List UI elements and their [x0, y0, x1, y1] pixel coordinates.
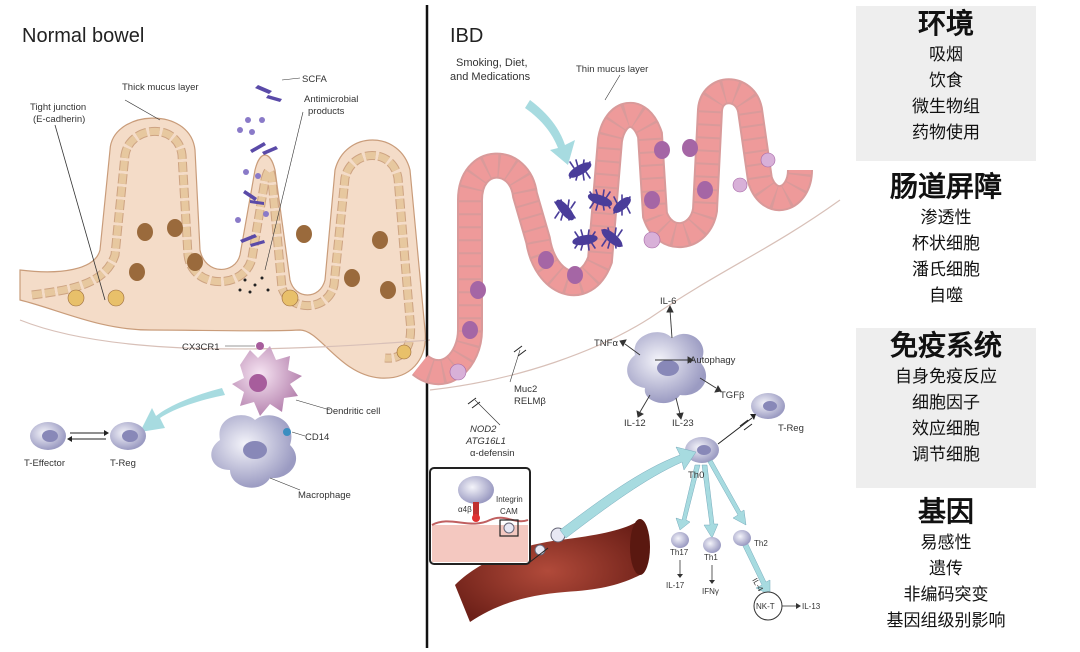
label-ibd-t-reg: T-Reg — [778, 423, 804, 434]
ibd-villi — [411, 78, 813, 385]
label-thin-mucus: Thin mucus layer — [576, 64, 648, 75]
label-il12: IL-12 — [624, 418, 646, 429]
label-t-effector: T-Effector — [24, 458, 65, 469]
label-triggers: Smoking, Diet, — [456, 57, 528, 69]
label-tgfb: TGFβ — [720, 390, 745, 401]
factor-title-immune: 免疫系统 — [889, 329, 1002, 362]
dendritic-cell — [232, 342, 302, 416]
label-cam: CAM — [500, 507, 518, 516]
factor-box-genes: 基因 易感性 遗传 非编码突变 基因组级别影响 — [856, 494, 1036, 644]
blood-vessel — [455, 519, 650, 622]
factor-item: 微生物组 — [912, 97, 980, 117]
t-reg-cell — [110, 422, 146, 450]
factor-item: 基因组级别影响 — [886, 611, 1006, 631]
label-tnfa: TNFα — [594, 338, 618, 349]
factor-title-genes: 基因 — [917, 495, 974, 528]
factor-item: 杯状细胞 — [912, 234, 980, 254]
normal-title: Normal bowel — [22, 25, 144, 47]
label-nkt: NK-T — [756, 602, 775, 611]
label-ifng: IFNγ — [702, 587, 719, 596]
label-macrophage: Macrophage — [298, 490, 351, 501]
normal-villi — [19, 99, 426, 379]
label-il17: IL-17 — [666, 581, 685, 590]
factor-title-environment: 环境 — [917, 7, 974, 40]
factor-title-barrier: 肠道屏障 — [889, 170, 1002, 203]
label-e-cadherin: (E-cadherin) — [33, 114, 85, 125]
label-integrin: Integrin — [496, 495, 523, 504]
label-cd14: CD14 — [305, 432, 329, 443]
macrophage-cell — [211, 415, 297, 488]
label-products: products — [308, 106, 345, 117]
label-atg16l1: ATG16L1 — [465, 436, 506, 447]
ibd-t-reg-cell — [751, 393, 785, 419]
label-autophagy: Autophagy — [690, 355, 736, 366]
ibd-title: IBD — [450, 25, 483, 47]
label-a4b: α4β — [458, 505, 472, 514]
factor-item: 潘氏细胞 — [912, 260, 980, 280]
factor-item: 非编码突变 — [903, 585, 989, 605]
factor-item: 自身免疫反应 — [895, 367, 997, 387]
factor-item: 饮食 — [929, 71, 963, 91]
label-muc2: Muc2 — [514, 384, 537, 395]
label-tight-junction: Tight junction — [30, 102, 86, 113]
label-triggers-2: and Medications — [450, 71, 531, 83]
normal-bacteria — [235, 85, 282, 294]
label-il23: IL-23 — [672, 418, 694, 429]
label-relmb: RELMβ — [514, 396, 546, 407]
label-scfa: SCFA — [302, 74, 327, 85]
factor-item: 渗透性 — [920, 208, 972, 228]
label-thick-mucus: Thick mucus layer — [122, 82, 199, 93]
factor-box-barrier: 肠道屏障 渗透性 杯状细胞 潘氏细胞 自噬 — [856, 169, 1036, 324]
label-adefensin: α-defensin — [470, 448, 515, 459]
factor-item: 吸烟 — [929, 45, 963, 65]
th0-cell — [685, 437, 719, 463]
label-th17: Th17 — [670, 548, 689, 557]
bowel-diagram: Normal bowel Tight junction (E-cadherin)… — [19, 5, 841, 648]
label-th0: Th0 — [688, 470, 704, 481]
ibd-dendritic-cell — [627, 332, 707, 404]
factor-item: 自噬 — [929, 286, 963, 306]
factor-item: 易感性 — [920, 533, 972, 553]
label-t-reg: T-Reg — [110, 458, 136, 469]
integrin-inset — [429, 467, 531, 565]
th17-cell — [671, 532, 689, 548]
factor-panel: 环境 吸烟 饮食 微生物组 药物使用 肠道屏障 渗透性 杯状细胞 潘氏细胞 自噬… — [856, 6, 1036, 646]
label-th1: Th1 — [704, 553, 718, 562]
label-th2: Th2 — [754, 539, 768, 548]
th2-cell — [733, 530, 751, 546]
label-nod2: NOD2 — [470, 424, 497, 435]
ibd-bacteria — [554, 159, 631, 251]
label-antimicrobial: Antimicrobial — [304, 94, 358, 105]
factor-box-immune: 免疫系统 自身免疫反应 细胞因子 效应细胞 调节细胞 — [856, 328, 1036, 488]
label-cx3cr1: CX3CR1 — [182, 342, 220, 353]
t-effector-cell — [30, 422, 66, 450]
label-il6: IL-6 — [660, 296, 676, 307]
factor-item: 调节细胞 — [912, 445, 980, 465]
label-il13: IL-13 — [802, 602, 821, 611]
factor-item: 遗传 — [929, 559, 963, 579]
th1-cell — [703, 537, 721, 553]
factor-item: 效应细胞 — [912, 419, 980, 439]
factor-box-environment: 环境 吸烟 饮食 微生物组 药物使用 — [856, 6, 1036, 161]
label-dendritic-cell: Dendritic cell — [326, 406, 380, 417]
factor-item: 药物使用 — [912, 123, 980, 143]
factor-item: 细胞因子 — [912, 393, 980, 413]
